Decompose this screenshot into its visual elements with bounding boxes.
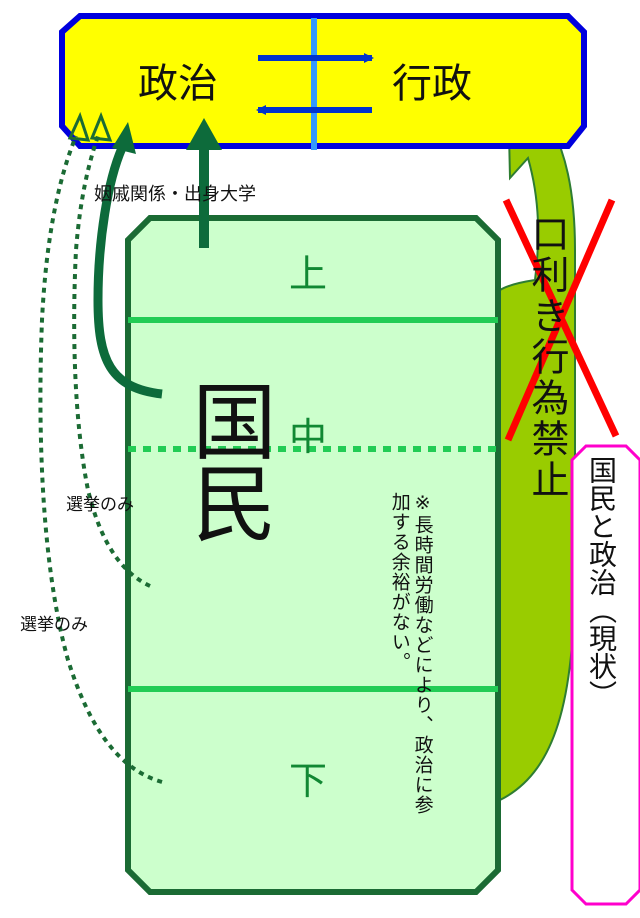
upper-to-politics-arrowhead xyxy=(186,118,222,150)
note-text-content: ※長時間労働などにより、政治に参加する余裕がない。 xyxy=(388,492,434,815)
election-dotted-curve-outer xyxy=(38,135,163,784)
election-label-lower: 選挙のみ xyxy=(20,615,88,635)
tier-lower-label: 下 xyxy=(289,759,327,803)
tier-upper-label: 上 xyxy=(289,252,327,296)
election-arrowhead-inner xyxy=(89,111,113,142)
lobbying-ban-label: 口利き行為禁止 xyxy=(525,214,569,501)
cross-line-b xyxy=(504,198,616,442)
middle-to-politics-curve xyxy=(93,146,163,399)
tier-middle-label: 中 xyxy=(289,415,327,459)
politics-label: 政治 xyxy=(138,61,218,107)
note-text: ※長時間労働などにより、政治に参加する余裕がない。 xyxy=(388,492,434,832)
connections-label: 姻戚関係・出身大学 xyxy=(94,184,256,205)
election-dotted-curve-inner xyxy=(72,135,151,588)
current-state-label: 国民と政治（現状） xyxy=(585,456,618,708)
administration-label: 行政 xyxy=(392,61,472,107)
middle-to-politics-arrowhead xyxy=(112,122,136,154)
citizens-title: 国民 xyxy=(179,378,277,542)
current-state-box xyxy=(570,444,640,906)
politics-admin-box xyxy=(59,13,587,149)
election-label-upper: 選挙のみ xyxy=(66,495,134,515)
election-arrowhead-outer xyxy=(67,111,91,142)
